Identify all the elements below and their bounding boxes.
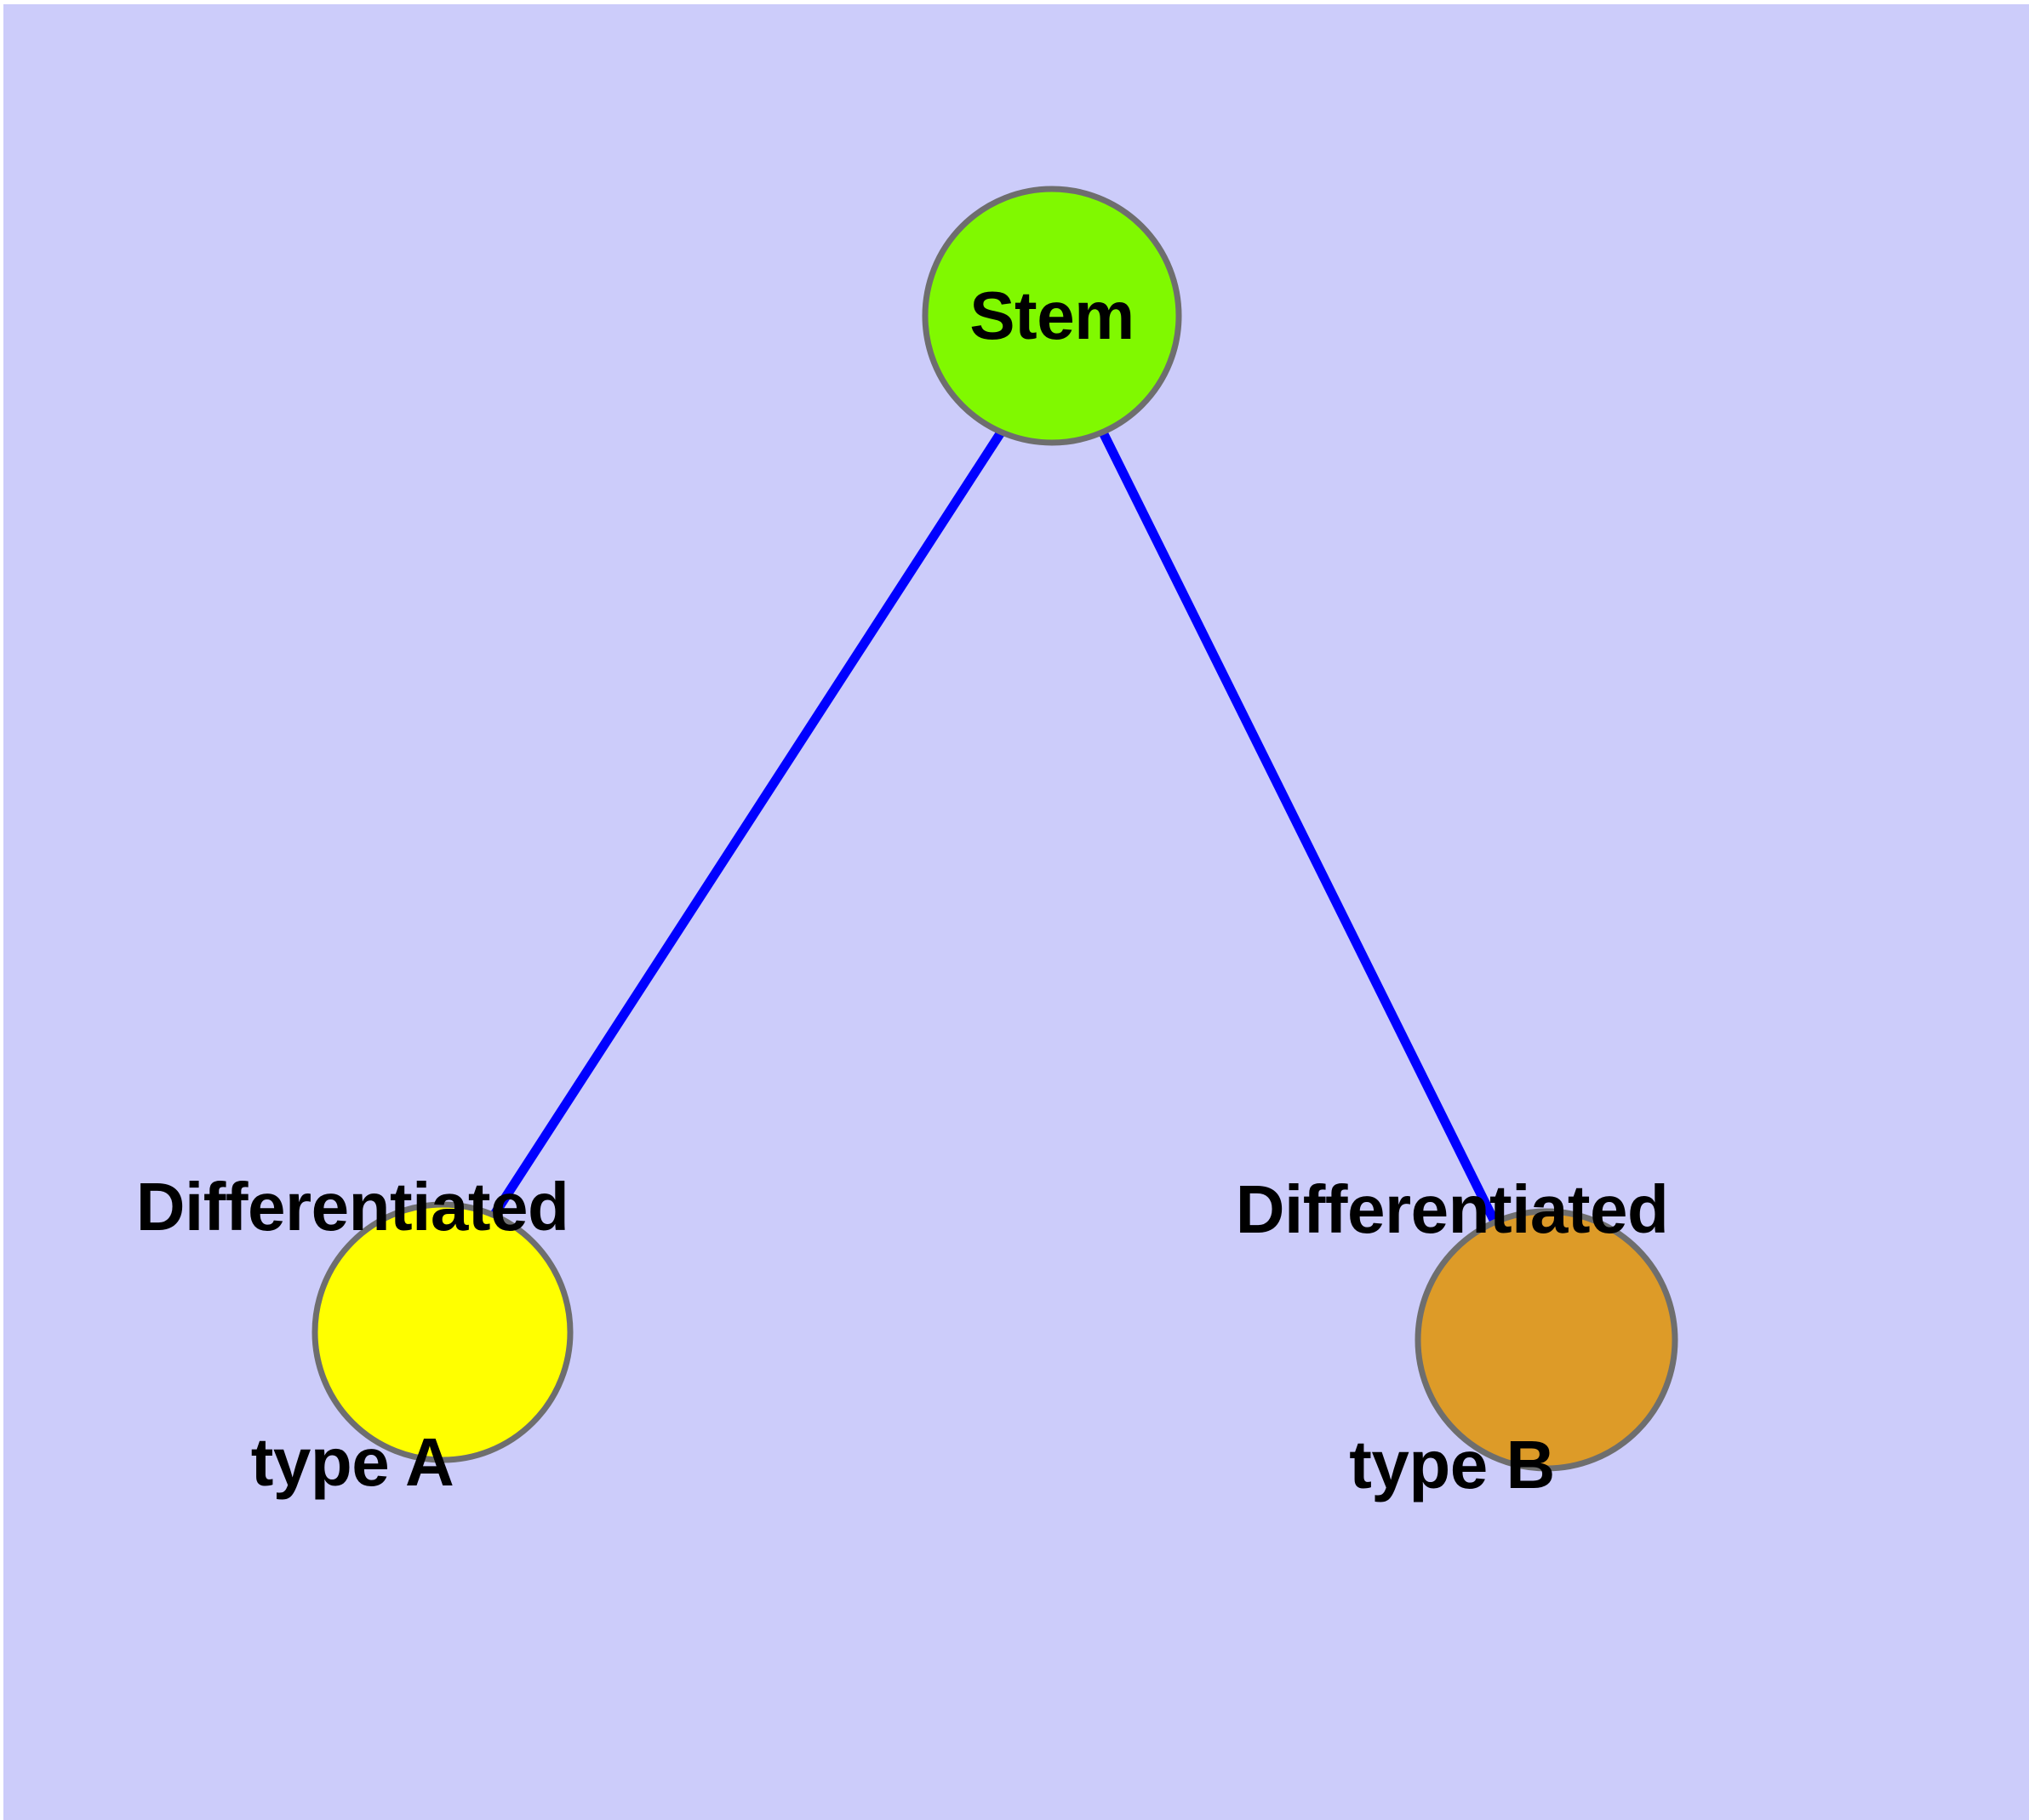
node-layer: [311, 186, 1678, 1472]
edge-stem-to-type-b[interactable]: [1099, 430, 1500, 1226]
edge-layer: [489, 430, 1500, 1226]
node-stem[interactable]: [922, 186, 1182, 446]
node-differentiated-type-b[interactable]: [1415, 1208, 1678, 1472]
edge-stem-to-type-a[interactable]: [489, 430, 1005, 1218]
node-differentiated-type-a[interactable]: [311, 1201, 574, 1463]
